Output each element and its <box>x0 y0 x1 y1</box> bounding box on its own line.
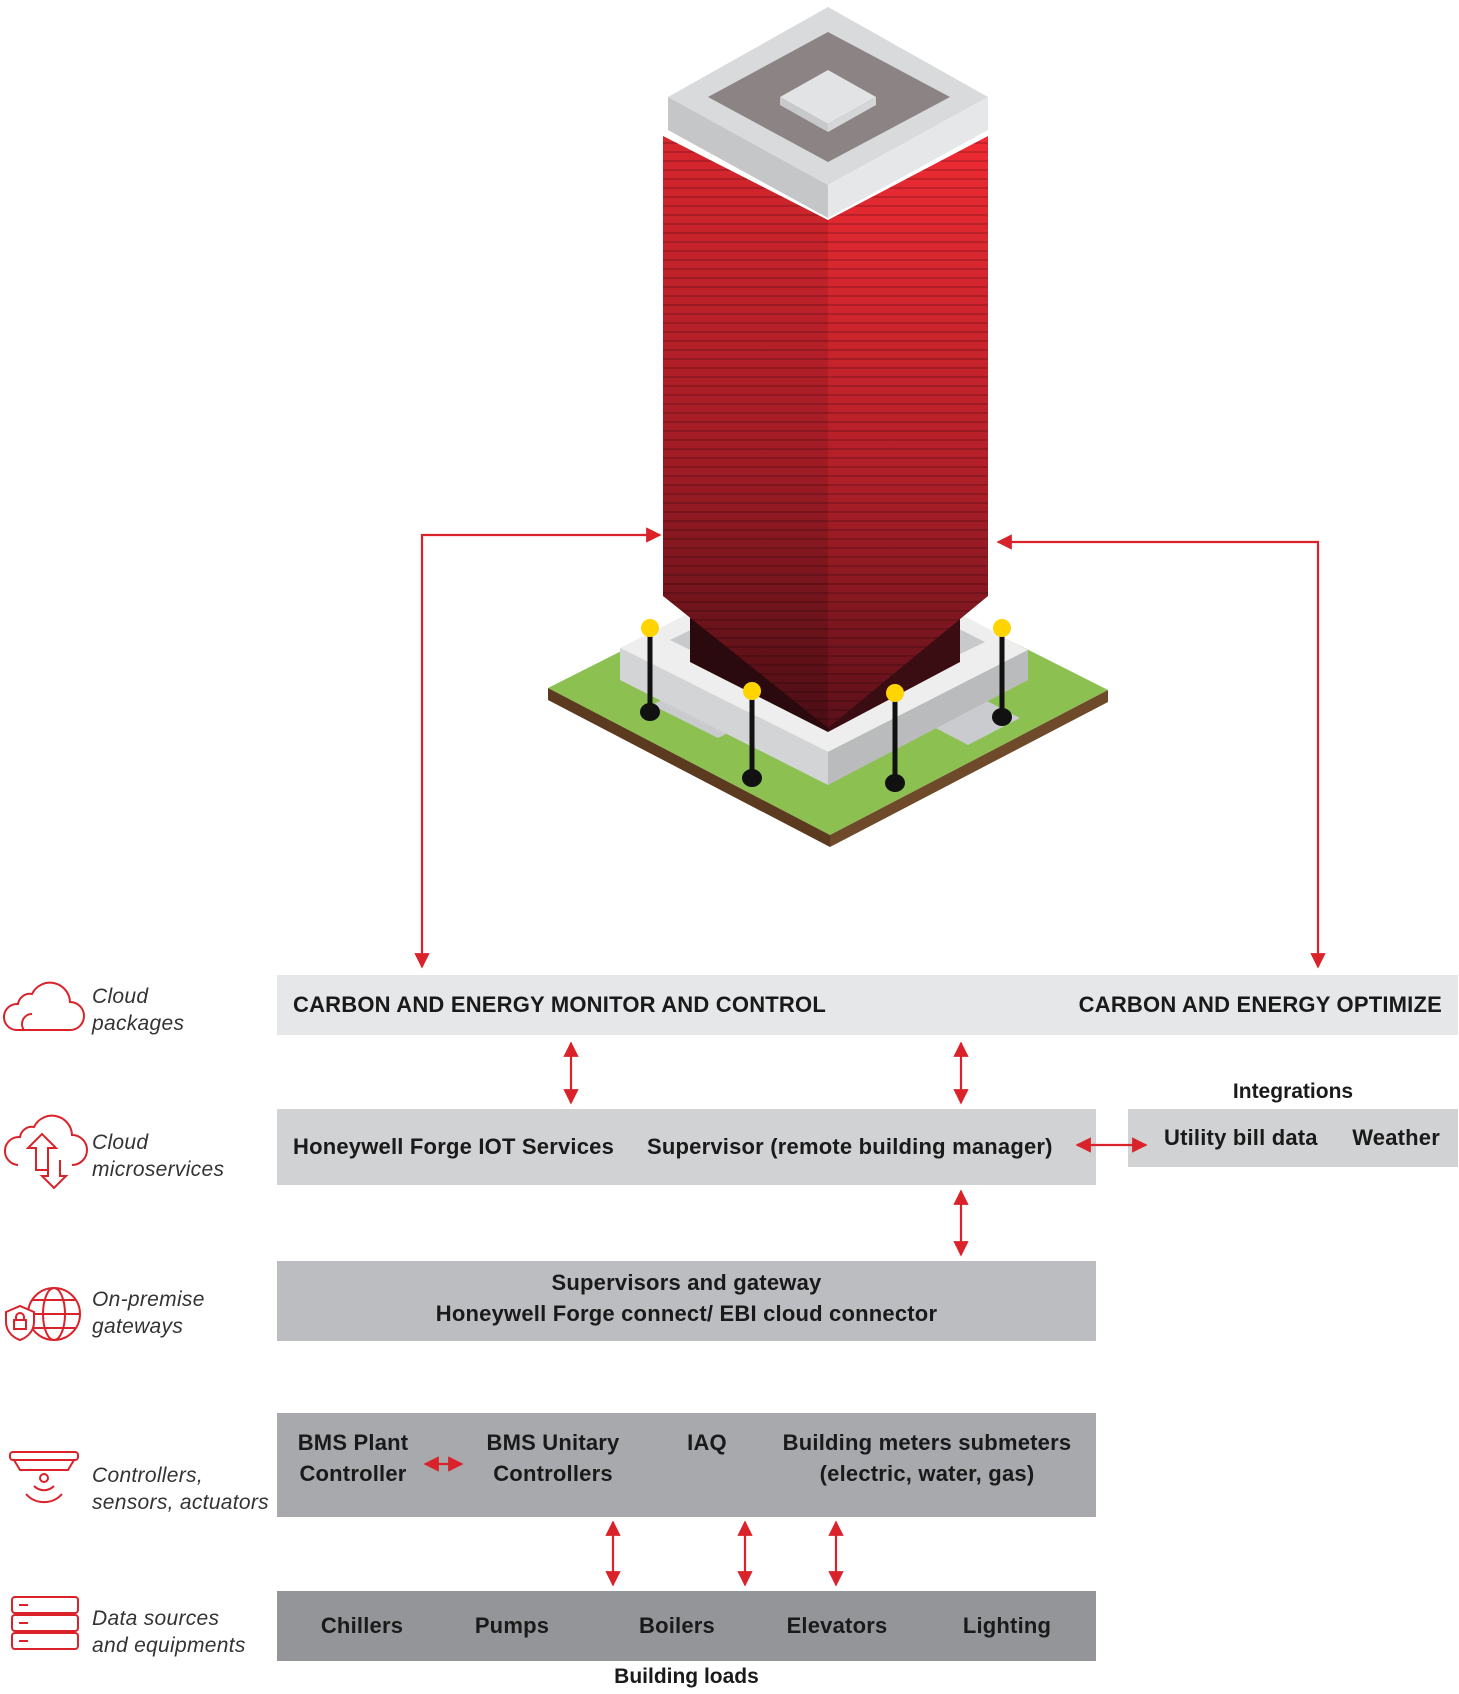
bms-unitary-line1: BMS Unitary <box>486 1430 620 1455</box>
weather-label: Weather <box>1352 1125 1440 1150</box>
building-meters: Building meters submeters (electric, wat… <box>757 1427 1097 1489</box>
on-premise-gateways: Supervisors and gateway Honeywell Forge … <box>277 1261 1096 1341</box>
side-label-line: Cloud <box>92 985 149 1008</box>
bms-plant-controller: BMS Plant Controller <box>283 1427 423 1489</box>
boilers-label: Boilers <box>639 1613 715 1638</box>
side-label-line: packages <box>92 1012 185 1035</box>
building-illustration <box>548 7 1108 847</box>
controllers-band <box>277 1413 1096 1517</box>
sensor-icon <box>9 1451 79 1504</box>
cloud-transfer-icon <box>3 1114 88 1190</box>
connection-arrows <box>414 527 1326 1587</box>
cloud-packages-band <box>277 975 1458 1035</box>
integrations-band <box>1128 1109 1458 1167</box>
server-icon <box>11 1596 79 1650</box>
supervisor-remote-label: Supervisor (remote building manager) <box>647 1134 1053 1159</box>
microservices-band <box>277 1109 1096 1185</box>
data-sources-equipment: Chillers Pumps Boilers Elevators Lightin… <box>277 1591 1096 1661</box>
controllers-sensors: BMS Plant Controller BMS Unitary Control… <box>277 1413 1096 1517</box>
building-meters-line2: (electric, water, gas) <box>819 1461 1035 1486</box>
elevators-label: Elevators <box>786 1613 888 1638</box>
chillers-label: Chillers <box>320 1613 404 1638</box>
bms-plant-line1: BMS Plant <box>297 1430 409 1455</box>
side-label-controllers: Controllers, sensors, actuators <box>92 1462 269 1516</box>
side-label-line: Cloud <box>92 1131 149 1154</box>
iaq-label: IAQ <box>687 1430 727 1455</box>
carbon-monitor-control-label: CARBON AND ENERGY MONITOR AND CONTROL <box>293 992 826 1017</box>
integrations: Utility bill data Weather <box>1128 1109 1458 1167</box>
bms-plant-line2: Controller <box>299 1461 407 1486</box>
supervisors-gateway-label: Supervisors and gateway <box>551 1270 822 1295</box>
bms-unitary-line2: Controllers <box>493 1461 613 1486</box>
side-label-data-sources: Data sources and equipments <box>92 1605 246 1659</box>
side-label-line: sensors, actuators <box>92 1491 269 1514</box>
side-label-line: gateways <box>92 1315 184 1338</box>
cloud-microservices: Honeywell Forge IOT Services Supervisor … <box>277 1109 1096 1185</box>
integrations-heading: Integrations <box>1232 1080 1354 1103</box>
carbon-optimize-label: CARBON AND ENERGY OPTIMIZE <box>1078 992 1442 1017</box>
side-label-line: microservices <box>92 1158 225 1181</box>
gateways-band <box>277 1261 1096 1341</box>
cloud-icon <box>3 981 85 1031</box>
side-label-cloud-packages: Cloud packages <box>92 983 184 1037</box>
forge-connect-label: Honeywell Forge connect/ EBI cloud conne… <box>435 1301 938 1326</box>
side-label-line: On-premise <box>92 1288 205 1311</box>
pumps-label: Pumps <box>474 1613 550 1638</box>
building-loads-caption: Building loads <box>614 1665 759 1688</box>
equipment-band <box>277 1591 1096 1661</box>
utility-bill-data-label: Utility bill data <box>1164 1125 1318 1150</box>
side-label-on-premise-gateways: On-premise gateways <box>92 1286 205 1340</box>
side-label-line: and equipments <box>92 1634 246 1657</box>
forge-iot-services-label: Honeywell Forge IOT Services <box>293 1134 615 1159</box>
side-label-line: Controllers, <box>92 1464 203 1487</box>
building-meters-line1: Building meters submeters <box>782 1430 1072 1455</box>
cloud-packages: CARBON AND ENERGY MONITOR AND CONTROL CA… <box>277 975 1458 1035</box>
secure-globe-icon <box>5 1287 81 1342</box>
lighting-label: Lighting <box>962 1613 1052 1638</box>
side-label-line: Data sources <box>92 1607 220 1630</box>
bms-unitary-controllers: BMS Unitary Controllers <box>473 1427 633 1489</box>
side-label-cloud-microservices: Cloud microservices <box>92 1129 224 1183</box>
